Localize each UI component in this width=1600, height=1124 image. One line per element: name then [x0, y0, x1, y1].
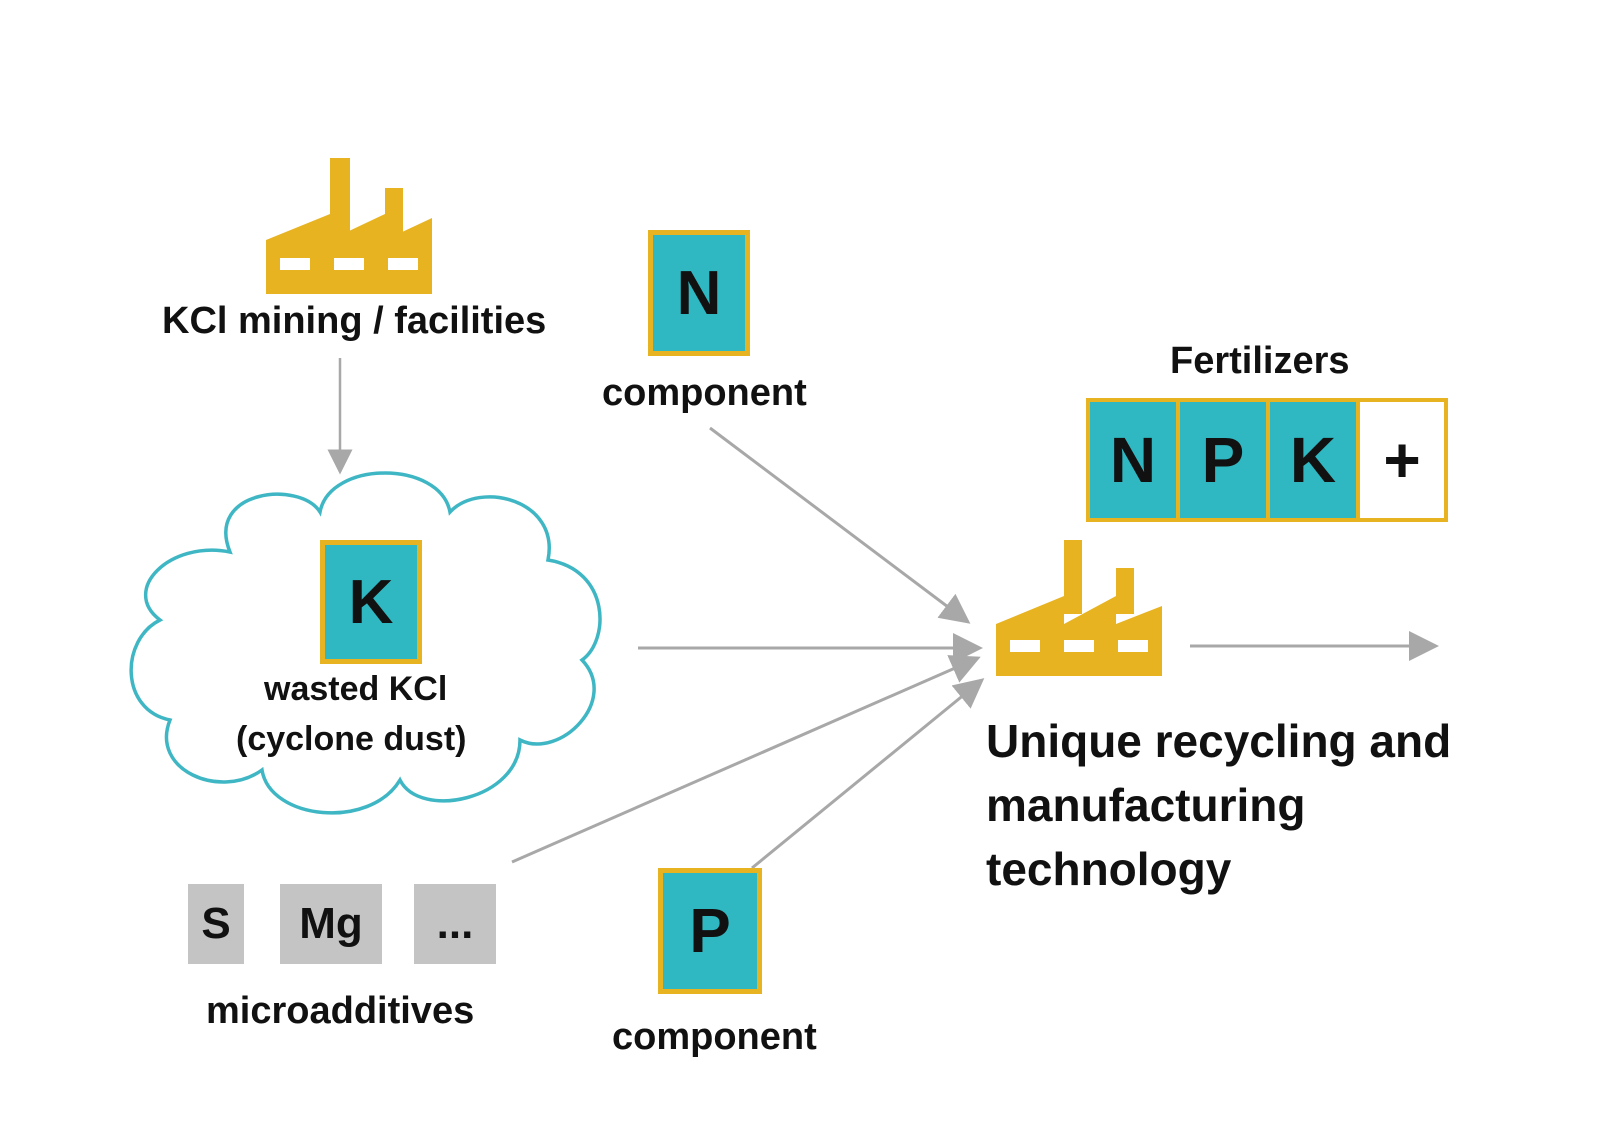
arrow-p-to-plant — [751, 678, 985, 870]
plant-factory-icon — [996, 540, 1162, 676]
n-component-tile: N — [648, 230, 750, 356]
p-component-tile: P — [658, 868, 762, 994]
mining-label: KCl mining / facilities — [162, 300, 547, 342]
n-component-label: component — [602, 372, 807, 414]
p-component-label: component — [612, 1016, 817, 1058]
mining-factory-icon — [266, 158, 432, 294]
fertilizer-n-cell: N — [1090, 402, 1180, 518]
microadditive-s-tile: S — [188, 884, 244, 964]
microadditive-more-tile: ... — [414, 884, 496, 964]
fertilizer-npk-bar: N P K + — [1086, 398, 1448, 522]
fertilizers-title: Fertilizers — [1170, 340, 1350, 382]
arrow-n-to-plant — [709, 426, 971, 624]
fertilizer-p-cell: P — [1180, 402, 1270, 518]
cloud-label-line2: (cyclone dust) — [236, 720, 467, 758]
fertilizer-plus-cell: + — [1360, 402, 1444, 518]
arrow-micro-to-plant — [511, 655, 981, 864]
plant-label-line3: technology — [986, 843, 1232, 895]
fertilizer-k-cell: K — [1270, 402, 1360, 518]
k-component-tile: K — [320, 540, 422, 664]
microadditive-mg-tile: Mg — [280, 884, 382, 964]
microadditives-label: microadditives — [206, 990, 475, 1032]
plant-label-line1: Unique recycling and — [986, 715, 1452, 767]
plant-label-line2: manufacturing — [986, 779, 1306, 831]
cloud-label-line1: wasted KCl — [264, 670, 448, 708]
